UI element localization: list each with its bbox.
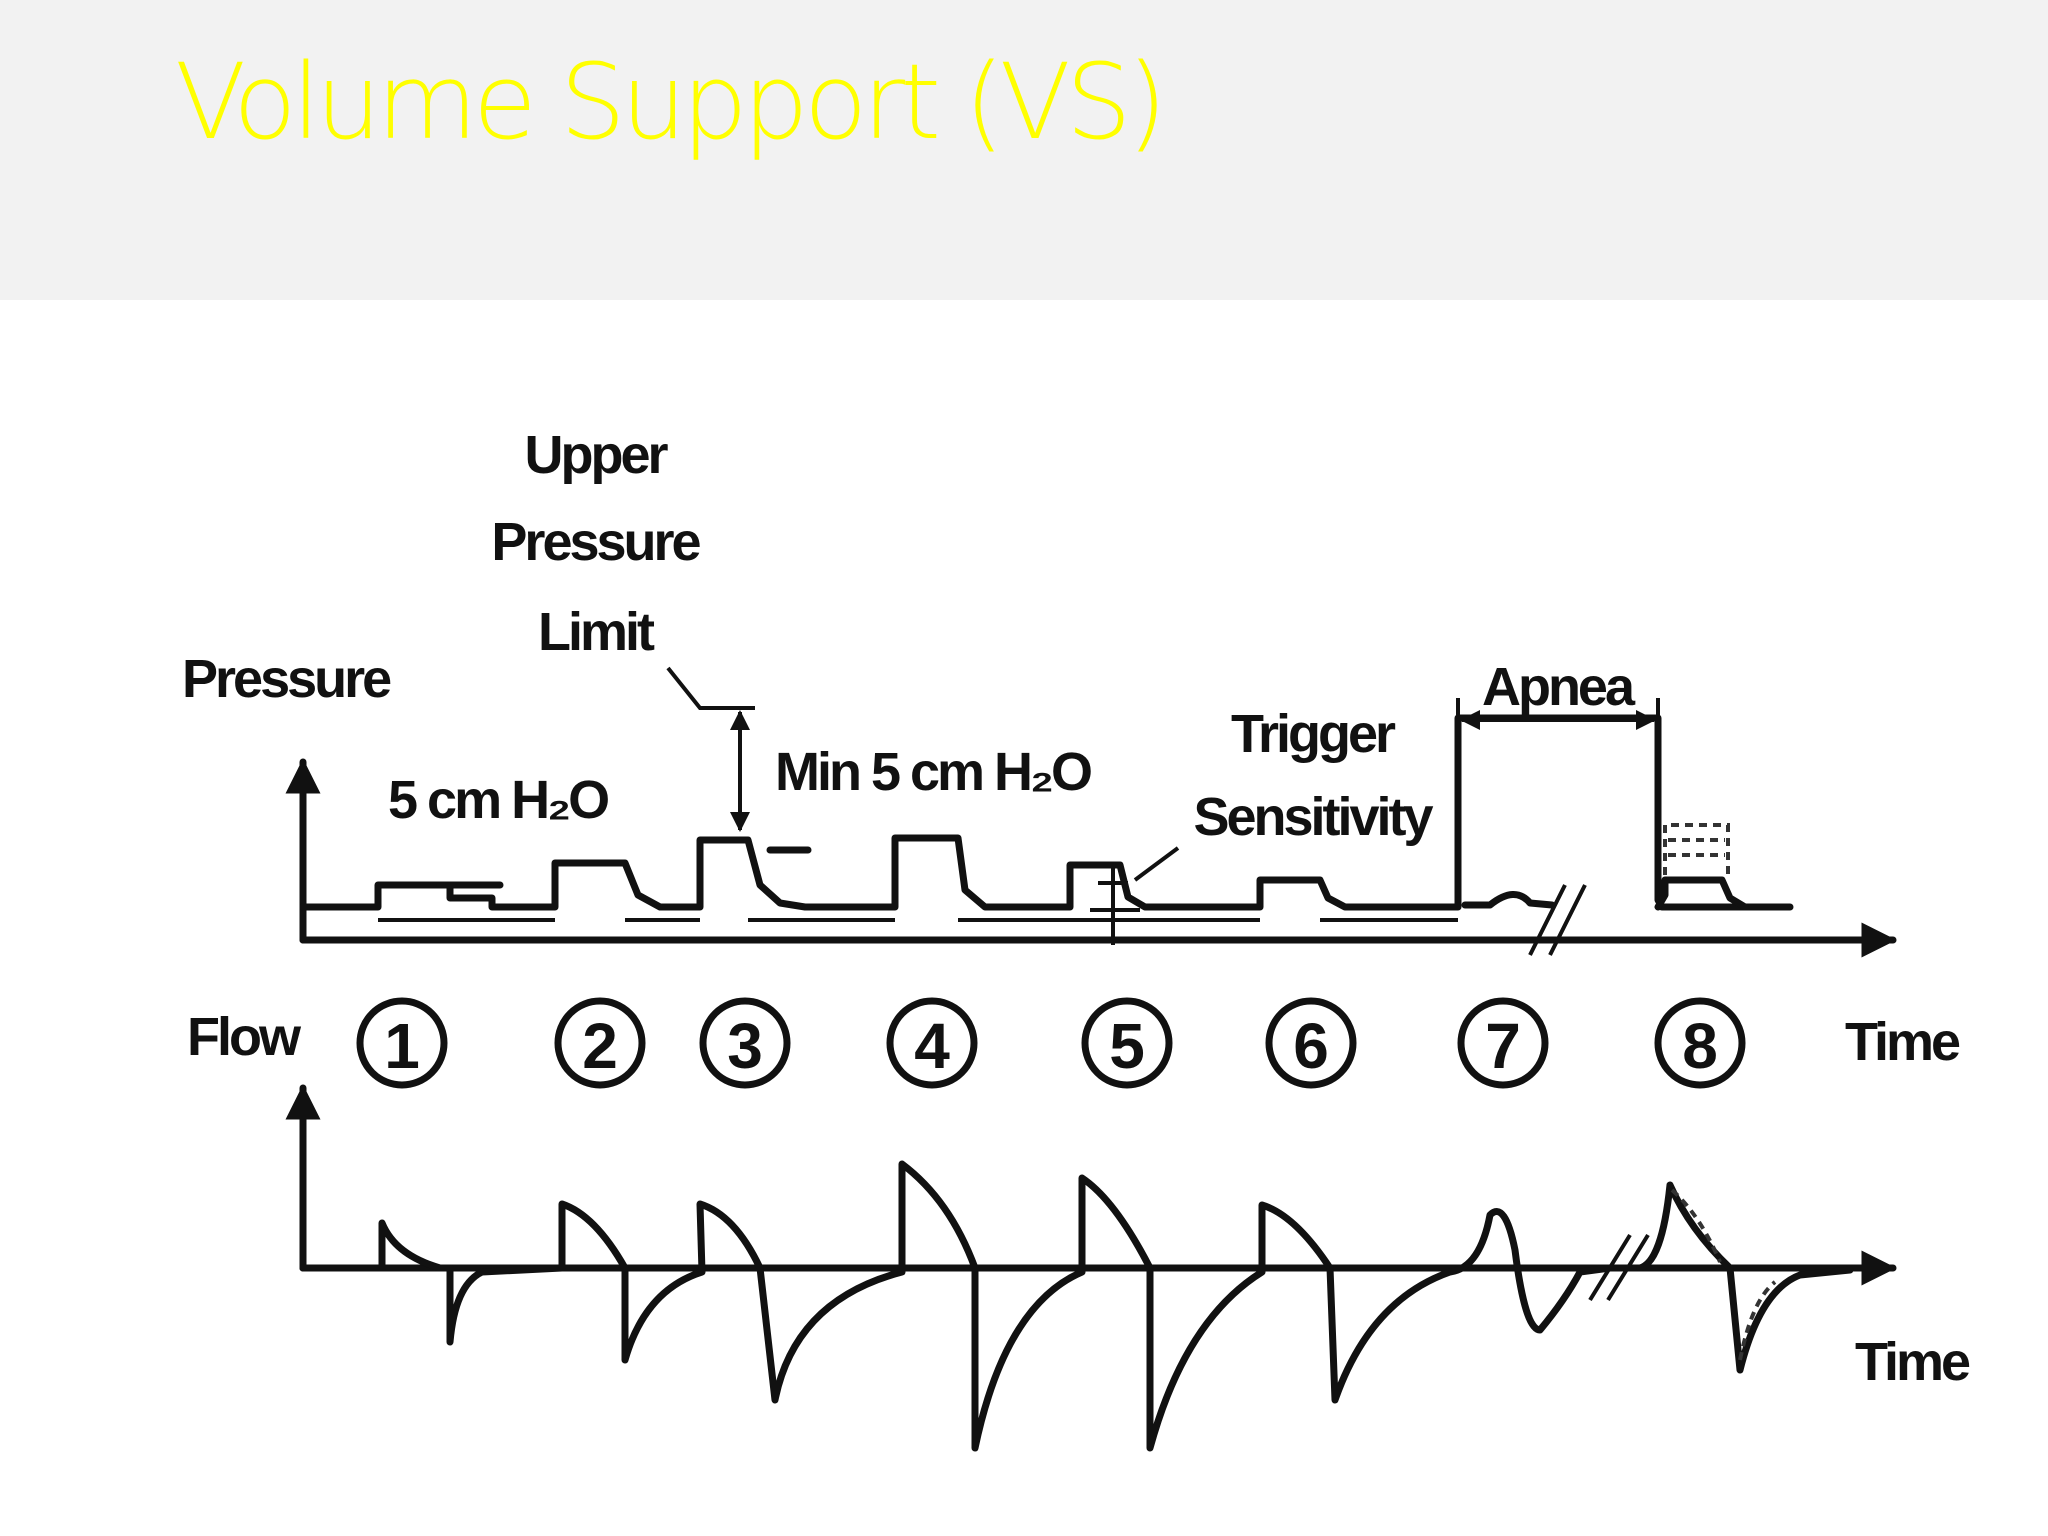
trigger-label-line-1: Trigger xyxy=(1231,704,1396,764)
breath-circle-7 xyxy=(1457,997,1549,1089)
pressure-time-break xyxy=(1528,884,1587,956)
breath-circle-6 xyxy=(1265,997,1357,1089)
breath-number-3: 3 xyxy=(727,1010,763,1082)
upper-limit-leader xyxy=(666,666,755,710)
flow-axes xyxy=(285,1084,1897,1286)
breath-circle-4 xyxy=(886,997,978,1089)
pressure-waveform xyxy=(299,714,1794,911)
flow-breath-8-dashed xyxy=(1670,1188,1777,1361)
breath-number-2: 2 xyxy=(582,1010,618,1082)
pressure-pulse-8 xyxy=(1654,876,1749,911)
flow-waveform xyxy=(299,1160,1614,1452)
upper-limit-line-1: Upper xyxy=(524,425,668,485)
ventilator-waveform-diagram: 1 2 3 4 5 6 7 8 Pressure Flow Time Time … xyxy=(0,300,2048,1536)
breath-number-7: 7 xyxy=(1485,1010,1521,1082)
upper-limit-line-3: Limit xyxy=(538,602,655,662)
trigger-crosshair xyxy=(1090,868,1140,945)
breath-circle-2 xyxy=(554,997,646,1089)
apnea-label: Apnea xyxy=(1482,657,1636,717)
flow-breath-8 xyxy=(1636,1181,1854,1374)
waveform-svg: 1 2 3 4 5 6 7 8 Pressure Flow Time Time … xyxy=(182,425,1973,1452)
slide-header: Volume Support (VS) xyxy=(0,0,2048,300)
time-label-pressure: Time xyxy=(1845,1012,1960,1072)
breath-number-1: 1 xyxy=(384,1010,420,1082)
breath-number-8: 8 xyxy=(1682,1010,1718,1082)
breath-circle-1 xyxy=(356,997,448,1089)
breath-markers: 1 2 3 4 5 6 7 8 xyxy=(356,997,1746,1089)
breath-circle-5 xyxy=(1081,997,1173,1089)
min-five-cm-label: Min 5 cm H₂O xyxy=(775,742,1091,802)
breath-number-4: 4 xyxy=(914,1010,950,1082)
breath-number-5: 5 xyxy=(1109,1010,1145,1082)
time-label-flow: Time xyxy=(1855,1332,1970,1392)
trigger-label-line-2: Sensitivity xyxy=(1193,787,1433,847)
slide-title: Volume Support (VS) xyxy=(175,41,1167,163)
pressure-pulse-8-dashed xyxy=(1663,823,1730,875)
flow-time-break xyxy=(1588,1233,1650,1302)
five-cm-label: 5 cm H₂O xyxy=(388,770,608,830)
breath-circle-8 xyxy=(1654,997,1746,1089)
flow-axis-label: Flow xyxy=(187,1007,302,1067)
pressure-axis-label: Pressure xyxy=(182,649,391,709)
apnea-bracket xyxy=(1456,698,1660,740)
breath-number-6: 6 xyxy=(1293,1010,1329,1082)
upper-limit-line-2: Pressure xyxy=(491,512,700,572)
trigger-leader xyxy=(1133,846,1180,882)
breath-circle-3 xyxy=(699,997,791,1089)
apnea-inner-bump xyxy=(1461,891,1556,909)
